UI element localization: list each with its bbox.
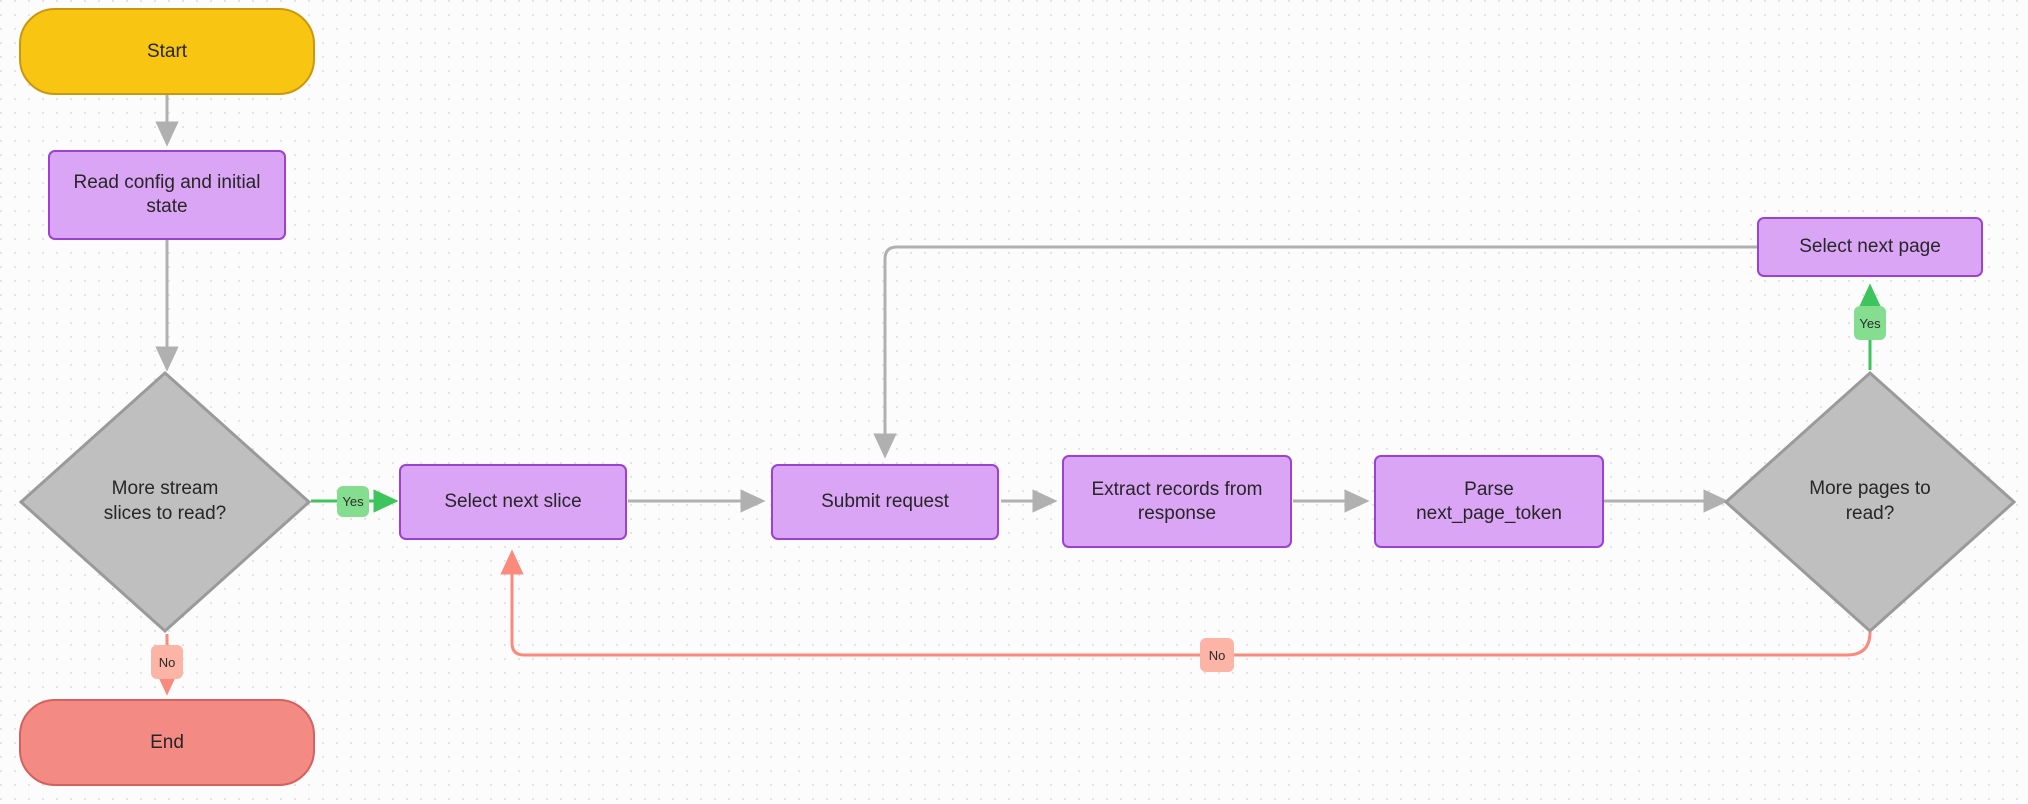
node-read-config-label: Read config and initial state [73, 172, 261, 217]
decision-diamond-shape [19, 371, 311, 633]
edge-label-slices-yes-text: Yes [342, 494, 364, 509]
edge-label-slices-no-text: No [158, 654, 176, 670]
node-parse-next-page-token-label: Parse next_page_token [1416, 478, 1562, 524]
node-more-stream-slices[interactable]: More stream slices to read? [19, 371, 311, 633]
edge-label-pages-no-text: No [1208, 647, 1226, 663]
edge-label-pages-no: No [1200, 638, 1234, 672]
decision-diamond-shape [1724, 371, 2016, 633]
edge-select-page-to-submit [873, 245, 1757, 459]
node-extract-records-label: Extract records from response [1091, 478, 1263, 524]
edge-more-pages-no [500, 549, 1872, 657]
node-end-label: End [150, 731, 184, 753]
node-select-next-page[interactable]: Select next page [1757, 217, 1983, 277]
node-select-next-slice[interactable]: Select next slice [399, 464, 627, 540]
edge-label-pages-yes-text: Yes [1859, 315, 1881, 331]
node-select-next-slice-label: Select next slice [444, 491, 582, 513]
node-end[interactable]: End [19, 699, 315, 786]
edge-label-slices-yes: Yes [337, 486, 369, 517]
edge-label-slices-no: No [151, 645, 183, 679]
node-submit-request-label: Submit request [821, 491, 949, 513]
node-submit-request[interactable]: Submit request [771, 464, 999, 540]
node-more-pages[interactable]: More pages to read? [1724, 371, 2016, 633]
edge-label-pages-yes: Yes [1854, 306, 1886, 340]
node-start[interactable]: Start [19, 8, 315, 95]
node-more-pages-label: More pages to read? [1809, 478, 1931, 524]
node-extract-records[interactable]: Extract records from response [1062, 455, 1292, 548]
node-more-stream-slices-label: More stream slices to read? [103, 478, 227, 524]
node-read-config[interactable]: Read config and initial state [48, 150, 286, 240]
node-parse-next-page-token[interactable]: Parse next_page_token [1374, 455, 1604, 548]
node-select-next-page-label: Select next page [1799, 236, 1941, 258]
node-start-label: Start [146, 40, 188, 62]
